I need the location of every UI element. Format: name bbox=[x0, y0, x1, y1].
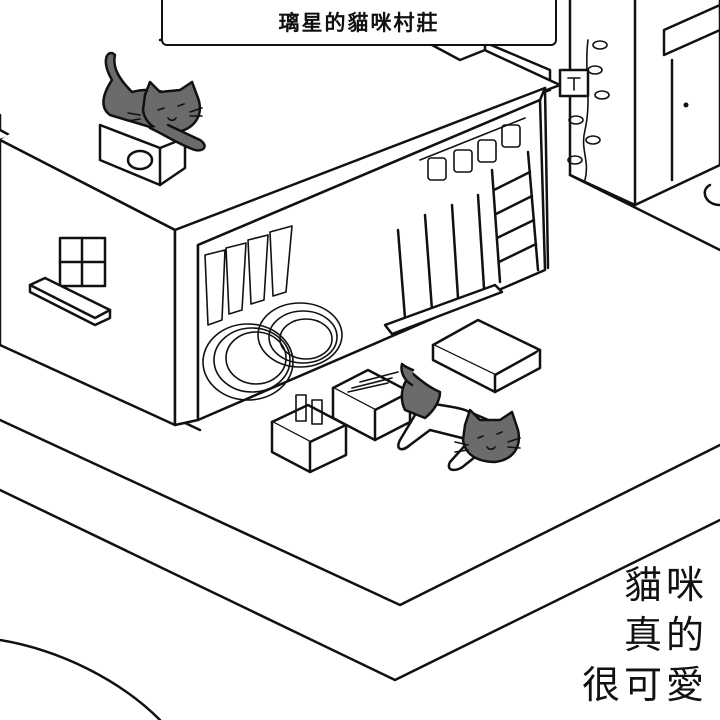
page-title: 璃星的貓咪村莊 bbox=[161, 0, 557, 46]
gray-cat-icon bbox=[98, 51, 206, 187]
caption-line: 真的 bbox=[623, 613, 708, 657]
caption-line: 貓咪 bbox=[623, 563, 708, 607]
garage-items bbox=[202, 117, 542, 474]
handwritten-caption: 貓咪 真的 很可愛 bbox=[548, 560, 708, 710]
siamese-cat-icon bbox=[397, 362, 521, 472]
neighbor-building bbox=[558, 0, 720, 252]
caption-line: 很可愛 bbox=[581, 663, 708, 707]
